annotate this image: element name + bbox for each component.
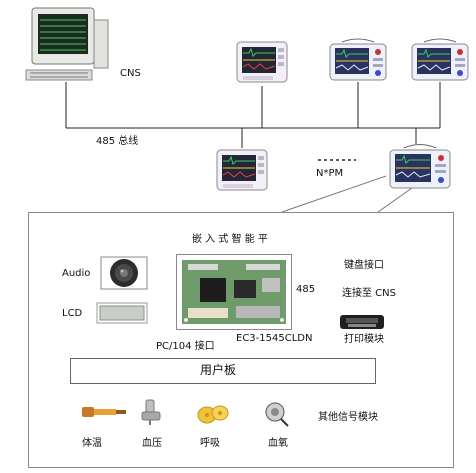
patient-monitor-icon <box>216 149 268 191</box>
computer-icon <box>25 7 109 81</box>
spo2-sensor-icon <box>262 400 290 428</box>
embedded-board <box>176 254 292 330</box>
user-board <box>70 358 376 384</box>
sensor-label-other-modules: 其他信号模块 <box>318 412 378 423</box>
sensor-label-blood-pressure: 血压 <box>142 438 162 449</box>
circuit-board-icon <box>176 254 292 330</box>
patient-monitor-3 <box>410 38 470 84</box>
lcd-label: LCD <box>62 308 83 319</box>
patient-monitor-2 <box>328 38 388 84</box>
keyboard-interface-label: 键盘接口 <box>344 260 384 271</box>
cns-link-label: 连接至 CNS <box>342 288 396 299</box>
cns-label: CNS <box>120 68 141 79</box>
bus-label: 485 总线 <box>96 136 139 147</box>
callout-line-left <box>281 175 387 213</box>
cns-computer <box>24 6 110 86</box>
print-module-label: 打印模块 <box>344 334 384 345</box>
rs485-label: 485 <box>296 284 316 295</box>
patient-monitor-icon <box>411 38 469 81</box>
sensor-label-temperature: 体温 <box>82 438 102 449</box>
board-model-label: EC3-1545CLDN <box>236 333 313 344</box>
speaker-icon <box>100 256 148 290</box>
blood-pressure-sensor-icon <box>138 398 166 426</box>
sensor-label-spo2: 血氧 <box>268 438 288 449</box>
user-board-label: 用户板 <box>200 363 237 377</box>
patient-monitor-1 <box>234 40 290 86</box>
patient-monitor-icon <box>389 144 451 189</box>
patient-monitor-4 <box>214 146 270 196</box>
audio-label: Audio <box>62 268 91 279</box>
pc104-label: PC/104 接口 <box>156 341 215 352</box>
callout-line-right <box>377 187 413 213</box>
patient-monitor-icon <box>236 41 288 83</box>
temperature-probe-icon <box>80 400 128 424</box>
patient-monitor-icon <box>329 38 387 81</box>
respiration-sensor-icon <box>196 402 230 426</box>
nodes-label: N*PM <box>316 168 344 179</box>
sensor-label-respiration: 呼吸 <box>200 438 220 449</box>
lcd-panel-icon <box>96 302 148 324</box>
patient-monitor-5 <box>388 142 452 192</box>
printer-icon <box>338 312 386 332</box>
platform-title: 嵌 入 式 智 能 平 <box>192 234 268 245</box>
